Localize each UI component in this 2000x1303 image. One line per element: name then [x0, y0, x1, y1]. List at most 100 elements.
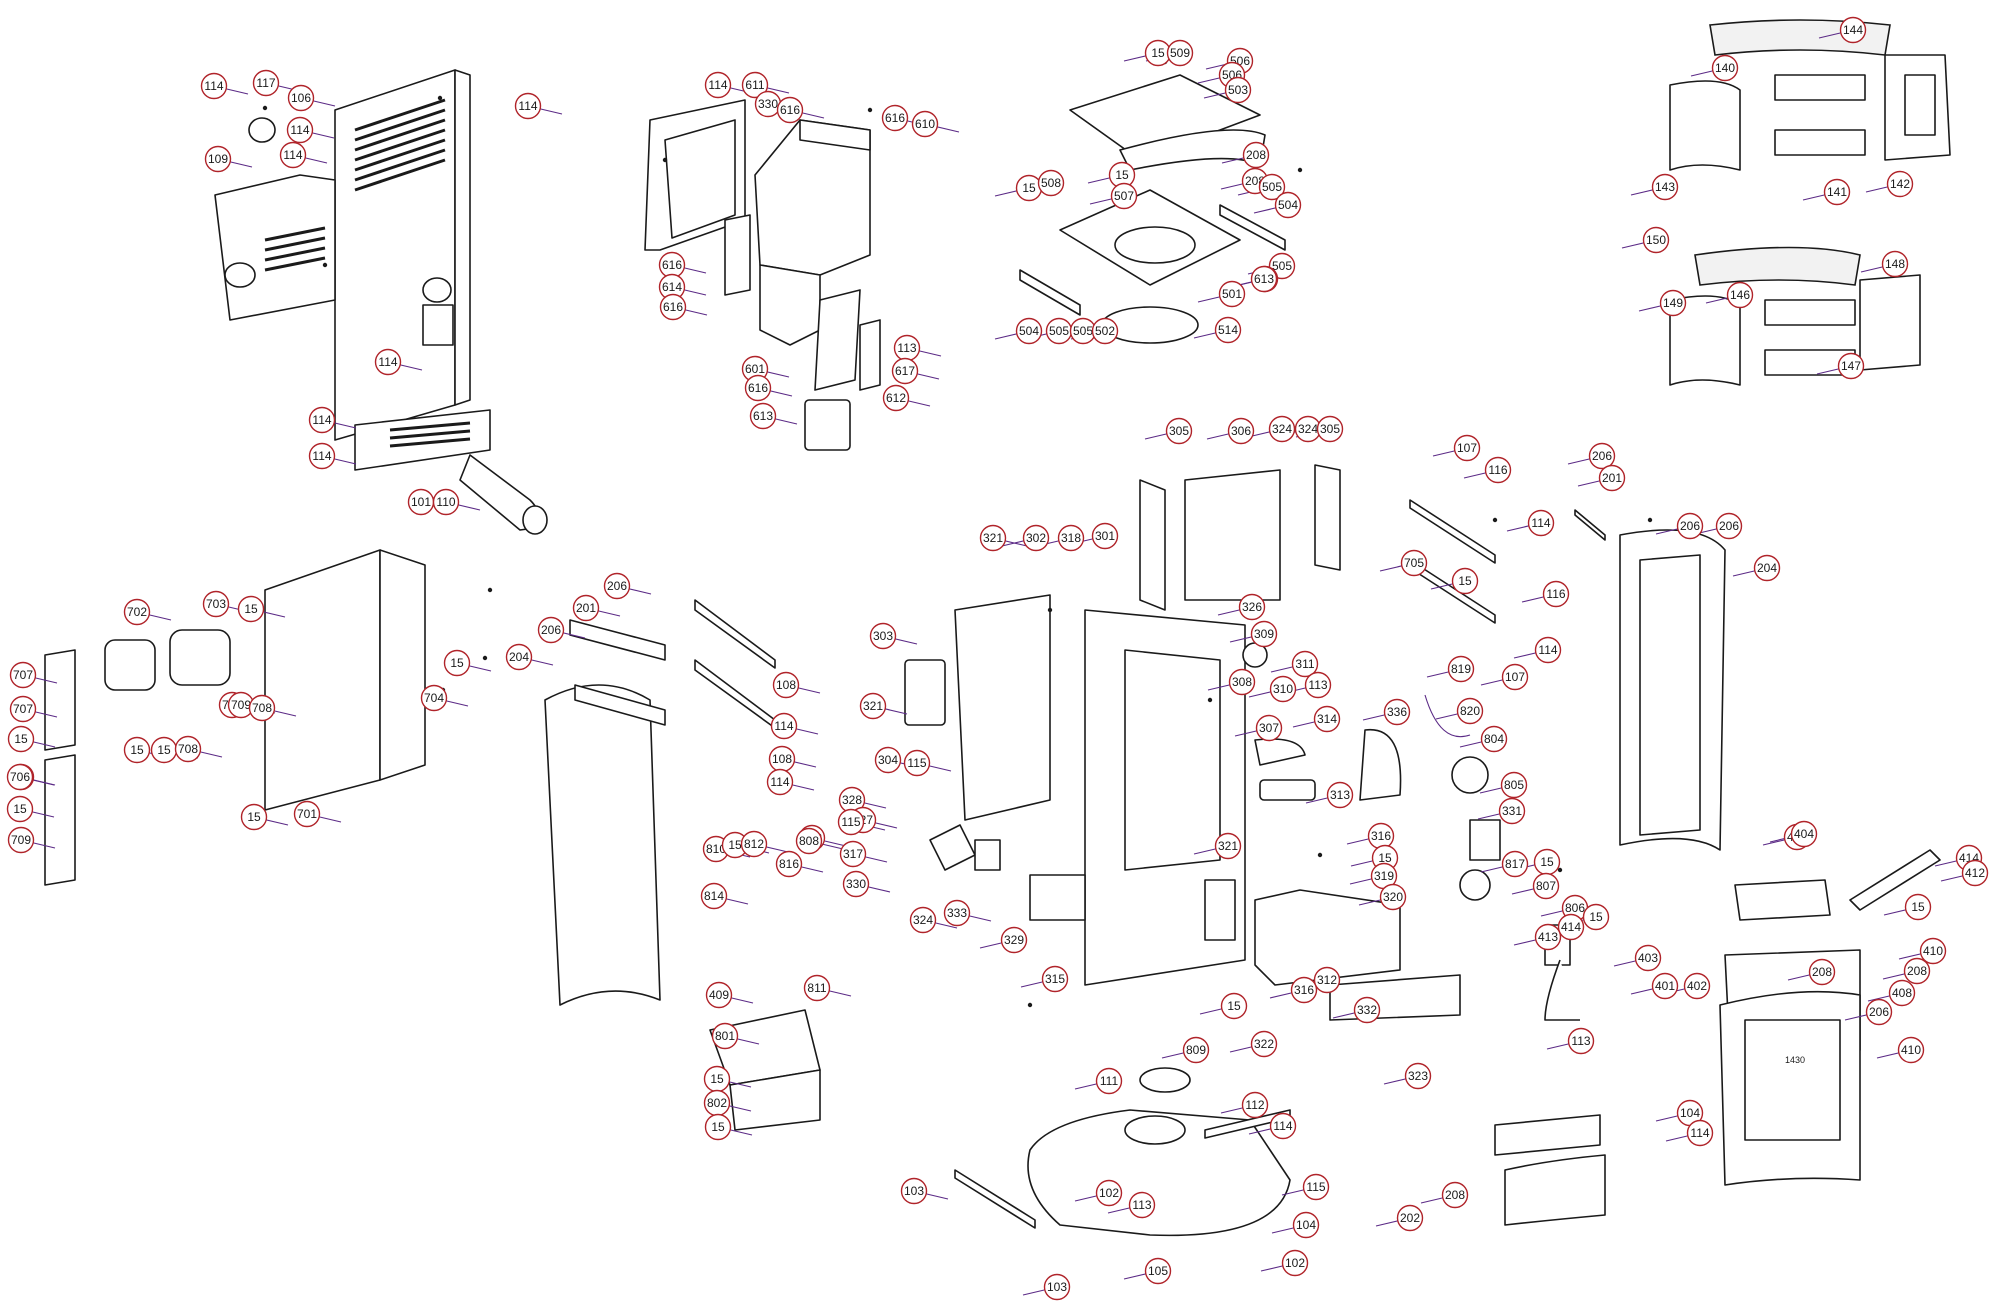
callout-ring — [1015, 317, 1043, 345]
callout-bubble: 611 — [741, 71, 769, 99]
callout-bubble: 702 — [123, 598, 151, 626]
callout-number: 149 — [1663, 296, 1683, 310]
callout-number: 15 — [1458, 574, 1472, 588]
callout-number: 15 — [710, 1072, 724, 1086]
callout-number: 15 — [1151, 46, 1165, 60]
callout-ring — [869, 622, 897, 650]
callout-bubble: 206 — [603, 572, 631, 600]
callout-ring — [943, 899, 971, 927]
callout-ring — [744, 374, 772, 402]
callout-bubble: 15 — [1108, 161, 1136, 189]
callout-bubble: 111 — [1095, 1067, 1123, 1095]
callout-number: 143 — [1655, 180, 1675, 194]
callout-number: 114 — [283, 148, 302, 162]
callout-bubble: 812 — [740, 830, 768, 858]
top-cladding-set — [1669, 19, 1951, 386]
callout-ring — [770, 712, 798, 740]
callout-ring — [1313, 966, 1341, 994]
callout-bubble: 504 — [1015, 317, 1043, 345]
callout-number: 104 — [1680, 1106, 1700, 1120]
callout-bubble: 105 — [1144, 1257, 1172, 1285]
callout-ring — [705, 981, 733, 1009]
callout-bubble: 309 — [1250, 620, 1278, 648]
callout-number: 601 — [745, 362, 765, 376]
callout-number: 324 — [1298, 422, 1318, 436]
callout-ring — [881, 104, 909, 132]
callout-number: 412 — [1965, 866, 1985, 880]
callout-ring — [1224, 76, 1252, 104]
callout-ring — [240, 803, 268, 831]
callout-number: 144 — [1843, 23, 1863, 37]
callout-ring — [1676, 512, 1704, 540]
callout-ring — [766, 768, 794, 796]
callout-bubble: 708 — [248, 694, 276, 722]
top-plate-assembly — [1019, 74, 1286, 344]
callout-bubble: 817 — [1501, 850, 1529, 878]
callout-bubble: 819 — [1447, 655, 1475, 683]
bolt-dot — [487, 587, 493, 593]
bolt-dot — [1047, 607, 1053, 613]
callout-bubble: 206 — [1715, 512, 1743, 540]
callout-ring — [803, 974, 831, 1002]
callout-number: 103 — [904, 1184, 924, 1198]
callout-bubble: 807 — [1532, 872, 1560, 900]
callout-number: 142 — [1890, 177, 1910, 191]
callout-bubble: 15 — [6, 795, 34, 823]
callout-ring — [1441, 1181, 1469, 1209]
callout-ring — [1501, 663, 1529, 691]
callout-bubble: 705 — [1400, 549, 1428, 577]
callout-bubble: 202 — [1396, 1204, 1424, 1232]
callout-bubble: 328 — [838, 786, 866, 814]
callout-ring — [842, 870, 870, 898]
bolt-dot — [1317, 852, 1323, 858]
callout-bubble: 104 — [1676, 1099, 1704, 1127]
callout-bubble: 114 — [766, 768, 794, 796]
callout-number: 114 — [770, 775, 789, 789]
callout-bubble: 114 — [770, 712, 798, 740]
callout-ring — [1919, 937, 1947, 965]
callout-bubble: 801 — [711, 1022, 739, 1050]
callout-bubble: 110 — [432, 488, 460, 516]
callout-ring — [1228, 668, 1256, 696]
callout-number: 708 — [252, 701, 272, 715]
callout-ring — [1659, 289, 1687, 317]
callout-ring — [1110, 182, 1138, 210]
callout-ring — [1897, 1036, 1925, 1064]
callout-bubble: 117 — [252, 69, 280, 97]
callout-bubble: 114 — [1686, 1119, 1714, 1147]
callout-bubble: 114 — [279, 141, 307, 169]
callout-number: 15 — [1911, 900, 1925, 914]
callout-ring — [1686, 1119, 1714, 1147]
callout-ring — [1302, 1173, 1330, 1201]
callout-ring — [1304, 671, 1332, 699]
callout-ring — [1400, 549, 1428, 577]
callout-ring — [1022, 524, 1050, 552]
callout-number: 820 — [1460, 704, 1480, 718]
callout-bubble: 333 — [943, 899, 971, 927]
callout-number: 206 — [541, 623, 561, 637]
callout-ring — [505, 643, 533, 671]
callout-ring — [443, 649, 471, 677]
callout-ring — [308, 406, 336, 434]
callout-ring — [1313, 705, 1341, 733]
callout-number: 331 — [1502, 804, 1522, 818]
callout-bubble: 820 — [1456, 697, 1484, 725]
callout-ring — [1214, 832, 1242, 860]
callout-ring — [1128, 1191, 1156, 1219]
callout-bubble: 701 — [293, 800, 321, 828]
callout-number: 328 — [842, 793, 862, 807]
callout-number: 324 — [913, 913, 933, 927]
callout-ring — [572, 594, 600, 622]
callout-ring — [123, 598, 151, 626]
callout-number: 115 — [907, 756, 926, 770]
callout-ring — [237, 595, 265, 623]
callout-number: 201 — [576, 601, 596, 615]
callout-ring — [1214, 316, 1242, 344]
callout-number: 321 — [863, 699, 883, 713]
callout-bubble: 509 — [1166, 39, 1194, 67]
callout-number: 114 — [378, 355, 397, 369]
callout-number: 709 — [231, 698, 251, 712]
callout-bubble: 329 — [1000, 926, 1028, 954]
callout-number: 112 — [1245, 1098, 1264, 1112]
